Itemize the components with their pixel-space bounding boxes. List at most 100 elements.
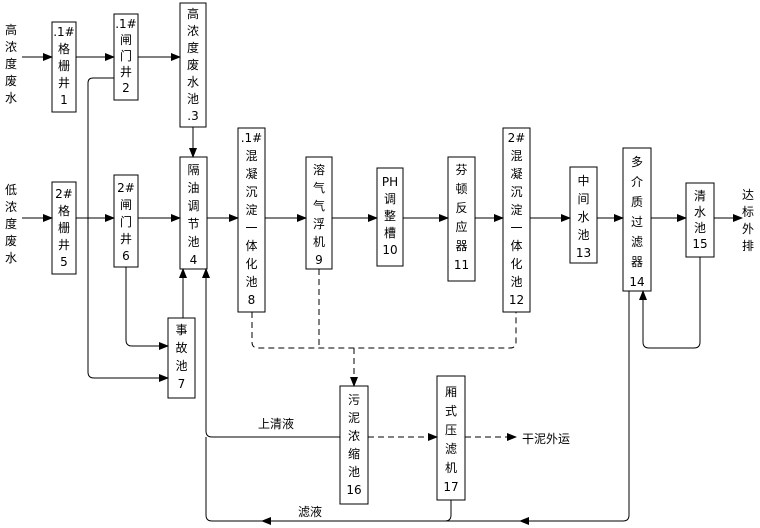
label-line: 浓 — [5, 40, 17, 54]
output-discharge-label: 达标外排 — [742, 188, 754, 253]
label-line: 机 — [313, 235, 325, 249]
label-line: 压 — [445, 423, 457, 437]
label-line: 隔 — [187, 163, 199, 177]
label-line: 浓 — [5, 200, 17, 214]
label-line: 5 — [60, 255, 68, 269]
label-line: 8 — [248, 293, 256, 307]
unit-4-label: 隔油调节池 4 — [187, 163, 199, 267]
label-line: 2# — [117, 181, 135, 195]
label-line: 2# — [55, 187, 73, 201]
label-line: 4 — [190, 253, 198, 267]
label-line: 11 — [454, 258, 469, 272]
label-line: 9 — [315, 253, 323, 267]
label-line: 10 — [382, 243, 397, 257]
source-low-conc-label: 低浓度废水 — [5, 183, 17, 265]
label-line: 浓 — [187, 24, 199, 38]
label-line: 达 — [742, 188, 754, 202]
label-line: .1# — [115, 17, 137, 31]
label-line: 水 — [187, 75, 199, 89]
label-line: 15 — [692, 237, 707, 251]
label-line: 节 — [187, 217, 199, 231]
label-line: 门 — [120, 48, 132, 63]
label-line: 标 — [742, 205, 754, 219]
label-line: 泥 — [348, 411, 360, 425]
label-line: 栅 — [58, 220, 70, 235]
label-line: 高 — [5, 22, 17, 37]
label-line: 体 — [245, 239, 257, 253]
label-line: 一 — [245, 221, 257, 235]
source-high-conc-label: 高浓度废水 — [5, 22, 17, 105]
label-line: 式 — [445, 404, 457, 418]
label-line: 沉 — [510, 185, 522, 199]
label-line: 溶 — [313, 162, 325, 177]
label-line: .1# — [53, 25, 75, 39]
label-line: 过 — [631, 215, 643, 229]
label-line: PH — [382, 175, 398, 189]
label-line: 整 — [384, 208, 396, 223]
label-line: 门 — [120, 214, 132, 229]
label-line: 池 — [175, 359, 187, 373]
label-line: 格 — [58, 41, 70, 56]
label-line: 化 — [510, 257, 522, 271]
label-line: 淀 — [510, 203, 522, 217]
label-line: 调 — [187, 199, 199, 213]
label-line: 井 — [120, 65, 132, 79]
label-line: 格 — [58, 203, 70, 218]
label-line: 池 — [187, 92, 199, 106]
label-line: 滤 — [631, 235, 643, 249]
filtrate-label: 滤液 — [298, 504, 322, 519]
label-line: 池 — [187, 235, 199, 249]
label-line: 池 — [577, 228, 589, 242]
label-line: 体 — [510, 239, 522, 253]
label-line: .3 — [187, 109, 198, 123]
label-line: 槽 — [384, 226, 396, 240]
flow-lines — [22, 53, 743, 525]
label-line: 水 — [5, 91, 17, 105]
label-line: 清 — [694, 189, 706, 203]
label-line: 缩 — [348, 446, 360, 461]
label-line: 废 — [5, 73, 17, 88]
unit-5-label: 2# 格栅井 5 — [55, 187, 73, 269]
label-line: 污 — [348, 393, 360, 407]
label-line: 浓 — [348, 429, 360, 443]
label-line: 沉 — [245, 185, 257, 199]
label-line: 池 — [510, 275, 522, 289]
label-line: 池 — [348, 465, 360, 479]
label-line: 井 — [58, 238, 70, 252]
label-line: 6 — [122, 249, 130, 263]
label-line: 闸 — [120, 33, 132, 47]
label-line: 油 — [187, 181, 199, 195]
dry-sludge-label: 干泥外运 — [522, 432, 570, 446]
label-line: 化 — [245, 257, 257, 271]
label-line: 12 — [509, 293, 524, 307]
label-line: 栅 — [58, 58, 70, 73]
label-line: 多 — [631, 155, 643, 169]
label-line: 低 — [5, 183, 17, 197]
label-line: 水 — [577, 210, 589, 224]
unit-5-grille-well-2: 2# 格栅井 5 — [51, 181, 77, 275]
label-line: 7 — [178, 377, 186, 391]
label-line: 厢 — [445, 385, 457, 399]
label-line: 应 — [455, 219, 467, 234]
label-line: 14 — [629, 275, 644, 289]
unit-3-label: 高浓度废水池.3 — [187, 6, 199, 123]
